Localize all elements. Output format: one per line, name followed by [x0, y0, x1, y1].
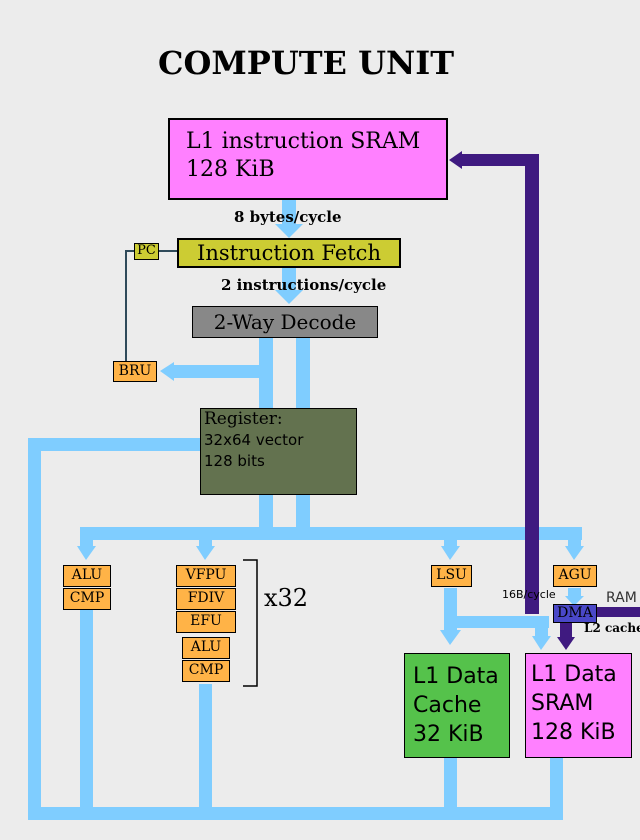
l1-instruction-sram-size: 128 KiB	[186, 157, 275, 182]
bus-arrow	[160, 362, 174, 381]
fetch-bandwidth-unit: bytes/cycle	[249, 208, 342, 226]
bus-segment	[296, 338, 310, 408]
dma-path-segment	[525, 154, 539, 614]
dma-path-segment	[460, 154, 539, 166]
l1-instruction-sram: L1 instruction SRAM 128 KiB	[168, 118, 448, 200]
dma-unit: DMA	[553, 604, 597, 623]
bus-arrow	[532, 636, 551, 650]
bus-arrow	[565, 596, 584, 606]
register-file: Register: 32x64 vector 128 bits	[200, 408, 357, 495]
bus-segment	[444, 757, 457, 819]
bus-segment	[80, 527, 93, 549]
l1-data-sram-size: 128 KiB	[531, 720, 616, 745]
dma-path-arrow	[449, 151, 462, 169]
cmp-unit: CMP	[63, 588, 111, 610]
l1-instruction-sram-name: L1 instruction SRAM	[186, 129, 421, 154]
vector-lane-multiplier: x32	[264, 584, 309, 612]
decode-bandwidth-label: 2 instructions/cycle	[221, 276, 386, 294]
data-bus	[28, 200, 584, 820]
ram-label: RAM	[606, 590, 637, 606]
dma-bandwidth-label: 16B/cycle	[502, 588, 556, 601]
x32-bracket	[243, 559, 258, 687]
bus-segment	[199, 684, 212, 819]
l1-data-sram-name: L1 Data	[531, 662, 617, 687]
decode-bandwidth-value: 2	[221, 276, 232, 294]
fdiv-unit: FDIV	[176, 588, 236, 610]
bus-segment	[259, 494, 273, 534]
l1-data-sram: L1 Data SRAM 128 KiB	[525, 653, 632, 758]
bus-segment	[535, 616, 548, 638]
dma-path	[449, 151, 640, 650]
bus-segment	[282, 200, 296, 226]
l1-data-cache-size: 32 KiB	[413, 722, 484, 747]
bus-segment	[199, 527, 212, 549]
l1-data-cache: L1 Data Cache 32 KiB	[404, 653, 510, 758]
l2-cache-label: L2 cache	[584, 621, 640, 635]
bus-segment	[296, 494, 310, 534]
bus-arrow	[275, 224, 303, 238]
pc-wire	[125, 250, 134, 362]
bus-arrow	[440, 630, 461, 645]
bus-segment	[28, 438, 41, 820]
bus-segment	[80, 527, 582, 540]
fetch-bandwidth-label: 8 bytes/cycle	[234, 208, 342, 226]
bru-unit: BRU	[113, 361, 157, 382]
dma-path-segment	[596, 607, 640, 617]
l1-data-cache-type: Cache	[413, 693, 482, 718]
two-way-decode: 2-Way Decode	[192, 306, 378, 338]
bus-segment	[28, 807, 563, 820]
bus-segment	[282, 268, 296, 292]
bus-arrow	[196, 546, 215, 560]
vector-cmp-unit: CMP	[182, 660, 230, 682]
bus-arrow	[77, 546, 96, 560]
efu-unit: EFU	[176, 611, 236, 633]
register-file-title: Register:	[204, 409, 283, 429]
bus-segment	[550, 757, 563, 819]
alu-unit: ALU	[63, 565, 111, 587]
bus-segment	[568, 527, 581, 549]
dma-path-segment	[560, 622, 572, 640]
dma-path-arrow	[557, 637, 575, 650]
bus-segment	[444, 527, 457, 549]
l1-data-cache-name: L1 Data	[413, 664, 499, 689]
bus-segment	[172, 365, 273, 378]
pc-bru-wire	[125, 250, 178, 362]
bus-segment	[568, 588, 581, 598]
bus-segment	[444, 616, 549, 628]
vector-alu-unit: ALU	[182, 637, 230, 659]
instruction-fetch: Instruction Fetch	[177, 238, 401, 268]
program-counter: PC	[134, 243, 159, 260]
agu-unit: AGU	[553, 565, 597, 587]
vfpu-unit: VFPU	[176, 565, 236, 587]
l1-data-sram-type: SRAM	[531, 691, 594, 716]
bus-segment	[80, 609, 93, 819]
register-file-width: 128 bits	[204, 452, 265, 470]
lsu-unit: LSU	[431, 565, 472, 587]
bus-segment	[28, 438, 200, 451]
decode-bandwidth-unit: instructions/cycle	[236, 276, 387, 294]
bus-arrow	[441, 546, 460, 560]
page-title: COMPUTE UNIT	[157, 44, 454, 82]
bus-arrow	[565, 546, 584, 560]
fetch-bandwidth-value: 8	[234, 208, 245, 226]
bus-arrow	[275, 290, 303, 304]
register-file-count: 32x64 vector	[204, 431, 304, 449]
